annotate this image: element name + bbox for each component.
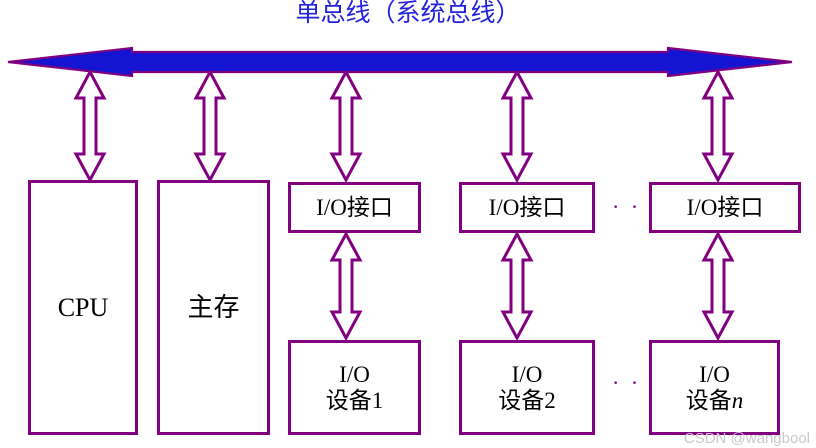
double-arrow-vertical-icon <box>329 68 363 184</box>
node-io-device-2-label-line2: 设备2 <box>498 387 556 413</box>
ellipsis-io-devices: · · · <box>612 370 660 395</box>
system-bus-arrow <box>7 46 793 78</box>
node-io-interface-1: I/O接口 <box>288 182 421 233</box>
node-io-device-n-label-index: n <box>731 387 744 413</box>
node-cpu: CPU <box>28 180 138 435</box>
double-arrow-vertical-icon <box>500 230 534 342</box>
node-io-device-2-label-line1: I/O <box>511 361 543 387</box>
double-arrow-vertical-icon <box>329 230 363 342</box>
double-arrow-vertical-icon <box>701 230 735 342</box>
ellipsis-io-interfaces: · · · <box>612 194 660 219</box>
connector-bus-to-cpu <box>70 68 110 187</box>
node-io-interface-2-label: I/O接口 <box>488 194 566 220</box>
node-io-interface-2: I/O接口 <box>459 182 595 233</box>
page-title: 单总线（系统总线） <box>295 0 521 27</box>
node-io-interface-n-label: I/O接口 <box>686 194 764 220</box>
node-cpu-label: CPU <box>57 292 109 322</box>
connector-bus-to-io-interface-1 <box>326 68 366 187</box>
node-io-interface-1-label: I/O接口 <box>316 194 393 220</box>
node-io-device-n: I/O 设备n <box>649 340 780 435</box>
connector-bus-to-main-memory <box>190 68 230 187</box>
node-io-device-n-label-line2: 设备n <box>686 388 744 414</box>
connector-io-interface-1-to-device-1 <box>326 230 366 345</box>
double-arrow-vertical-icon <box>193 68 227 184</box>
node-io-interface-n: I/O接口 <box>649 182 801 233</box>
system-bus <box>4 40 796 84</box>
double-arrow-vertical-icon <box>701 68 735 184</box>
connector-bus-to-io-interface-n <box>698 68 738 187</box>
node-io-device-1-label-line1: I/O <box>339 361 370 387</box>
node-io-device-n-label-prefix: 设备 <box>685 387 732 413</box>
watermark: CSDN @wangbool <box>683 430 810 447</box>
node-io-device-2: I/O 设备2 <box>459 340 595 435</box>
double-arrow-vertical-icon <box>500 68 534 184</box>
node-io-device-1: I/O 设备1 <box>288 340 421 435</box>
connector-io-interface-2-to-device-2 <box>497 230 537 345</box>
node-main-memory-label: 主存 <box>187 292 240 322</box>
connector-io-interface-n-to-device-n <box>698 230 738 345</box>
node-main-memory: 主存 <box>157 180 270 435</box>
node-io-device-n-label-line1: I/O <box>699 361 730 387</box>
connector-bus-to-io-interface-2 <box>497 68 537 187</box>
node-io-device-1-label-line2: 设备1 <box>325 387 384 413</box>
double-arrow-vertical-icon <box>73 68 107 184</box>
